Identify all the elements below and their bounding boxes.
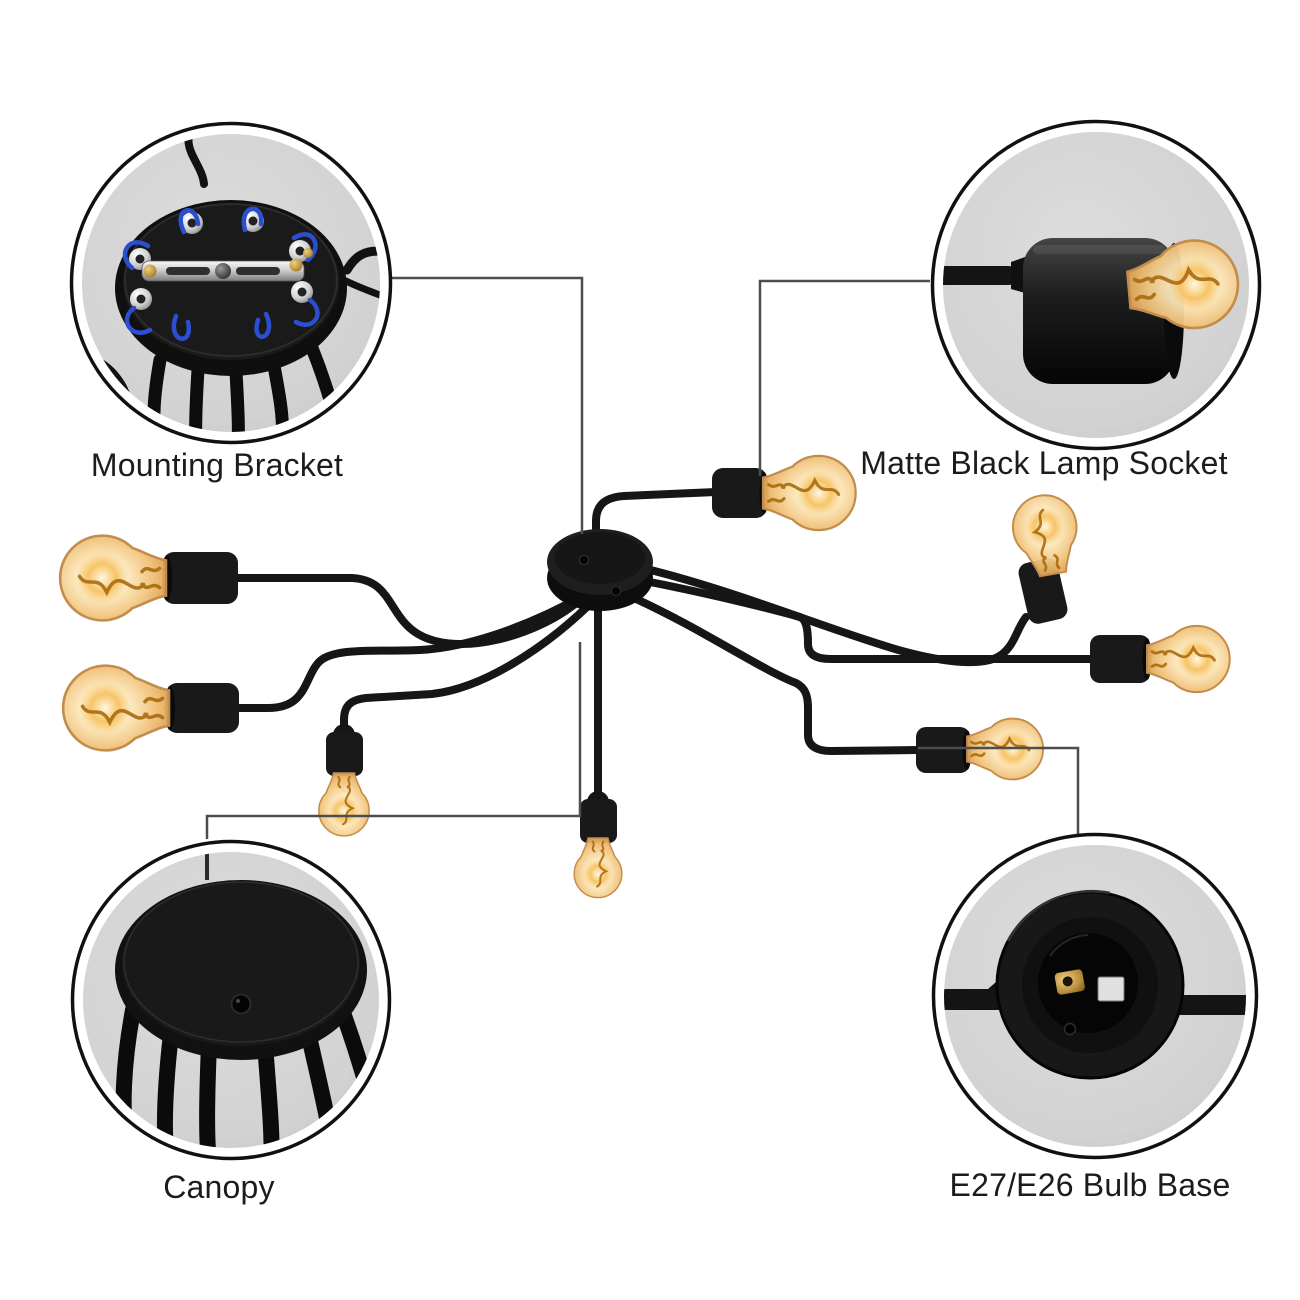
- line-lamp-socket: [758, 279, 930, 476]
- fixture-arms: [164, 488, 1096, 807]
- socket-drop-center: [580, 799, 617, 843]
- canopy-screw: [230, 993, 252, 1015]
- label-bulb-base: E27/E26 Bulb Base: [949, 1167, 1231, 1203]
- socket-left-lower: [166, 683, 239, 733]
- callout-lines: [205, 276, 1080, 839]
- socket-opening: [1038, 933, 1138, 1033]
- socket-right-lower: [916, 727, 970, 773]
- center-canopy: [547, 529, 653, 611]
- socket-top: [712, 468, 767, 518]
- canopy-hole: [579, 555, 589, 565]
- line-bulb-base: [918, 746, 1080, 834]
- arm-right-lower: [630, 594, 922, 755]
- line-mounting-bracket: [390, 276, 584, 534]
- line-canopy: [205, 642, 582, 839]
- bulb-drop-left: [317, 771, 371, 837]
- bulb-top: [761, 454, 858, 532]
- brass-nut: [303, 248, 313, 258]
- silver-ferrules: [129, 210, 313, 310]
- arm-top: [592, 488, 720, 554]
- bulb-drop-center: [573, 837, 623, 899]
- silver-contact: [1097, 976, 1125, 1002]
- socket-drop-left: [326, 732, 363, 776]
- bulb-right-middle: [1145, 624, 1232, 694]
- arm-rod: [943, 266, 1013, 285]
- label-canopy: Canopy: [163, 1169, 275, 1205]
- inset-bulb-base: [931, 832, 1259, 1160]
- arm-left-upper: [233, 574, 586, 649]
- bulb-right-upper: [1006, 488, 1086, 581]
- mounting-bar: [141, 248, 313, 282]
- bulb-left-upper: [58, 533, 168, 623]
- arm-left-lower: [164, 590, 590, 712]
- arm-right-middle: [636, 576, 1096, 663]
- label-mounting-bracket: Mounting Bracket: [90, 447, 344, 483]
- lamp-sockets: [162, 468, 1152, 843]
- arm-drop-left: [340, 602, 592, 740]
- brass-contact: [1054, 969, 1085, 995]
- inset-canopy: [70, 839, 392, 1161]
- inset-mounting-bracket: [69, 121, 393, 445]
- canopy-hole: [611, 586, 621, 596]
- arm-right-upper: [630, 562, 1030, 667]
- socket-right-middle: [1090, 635, 1150, 683]
- brass-screw: [289, 258, 303, 272]
- socket-left-upper: [163, 552, 238, 604]
- label-lamp-socket: Matte Black Lamp Socket: [860, 445, 1228, 481]
- inset-lamp-socket: [930, 119, 1262, 451]
- brass-screw: [143, 264, 157, 278]
- bulb-left-lower: [61, 663, 171, 753]
- arm-rod-right: [1170, 995, 1246, 1015]
- socket-right-upper: [1018, 558, 1068, 624]
